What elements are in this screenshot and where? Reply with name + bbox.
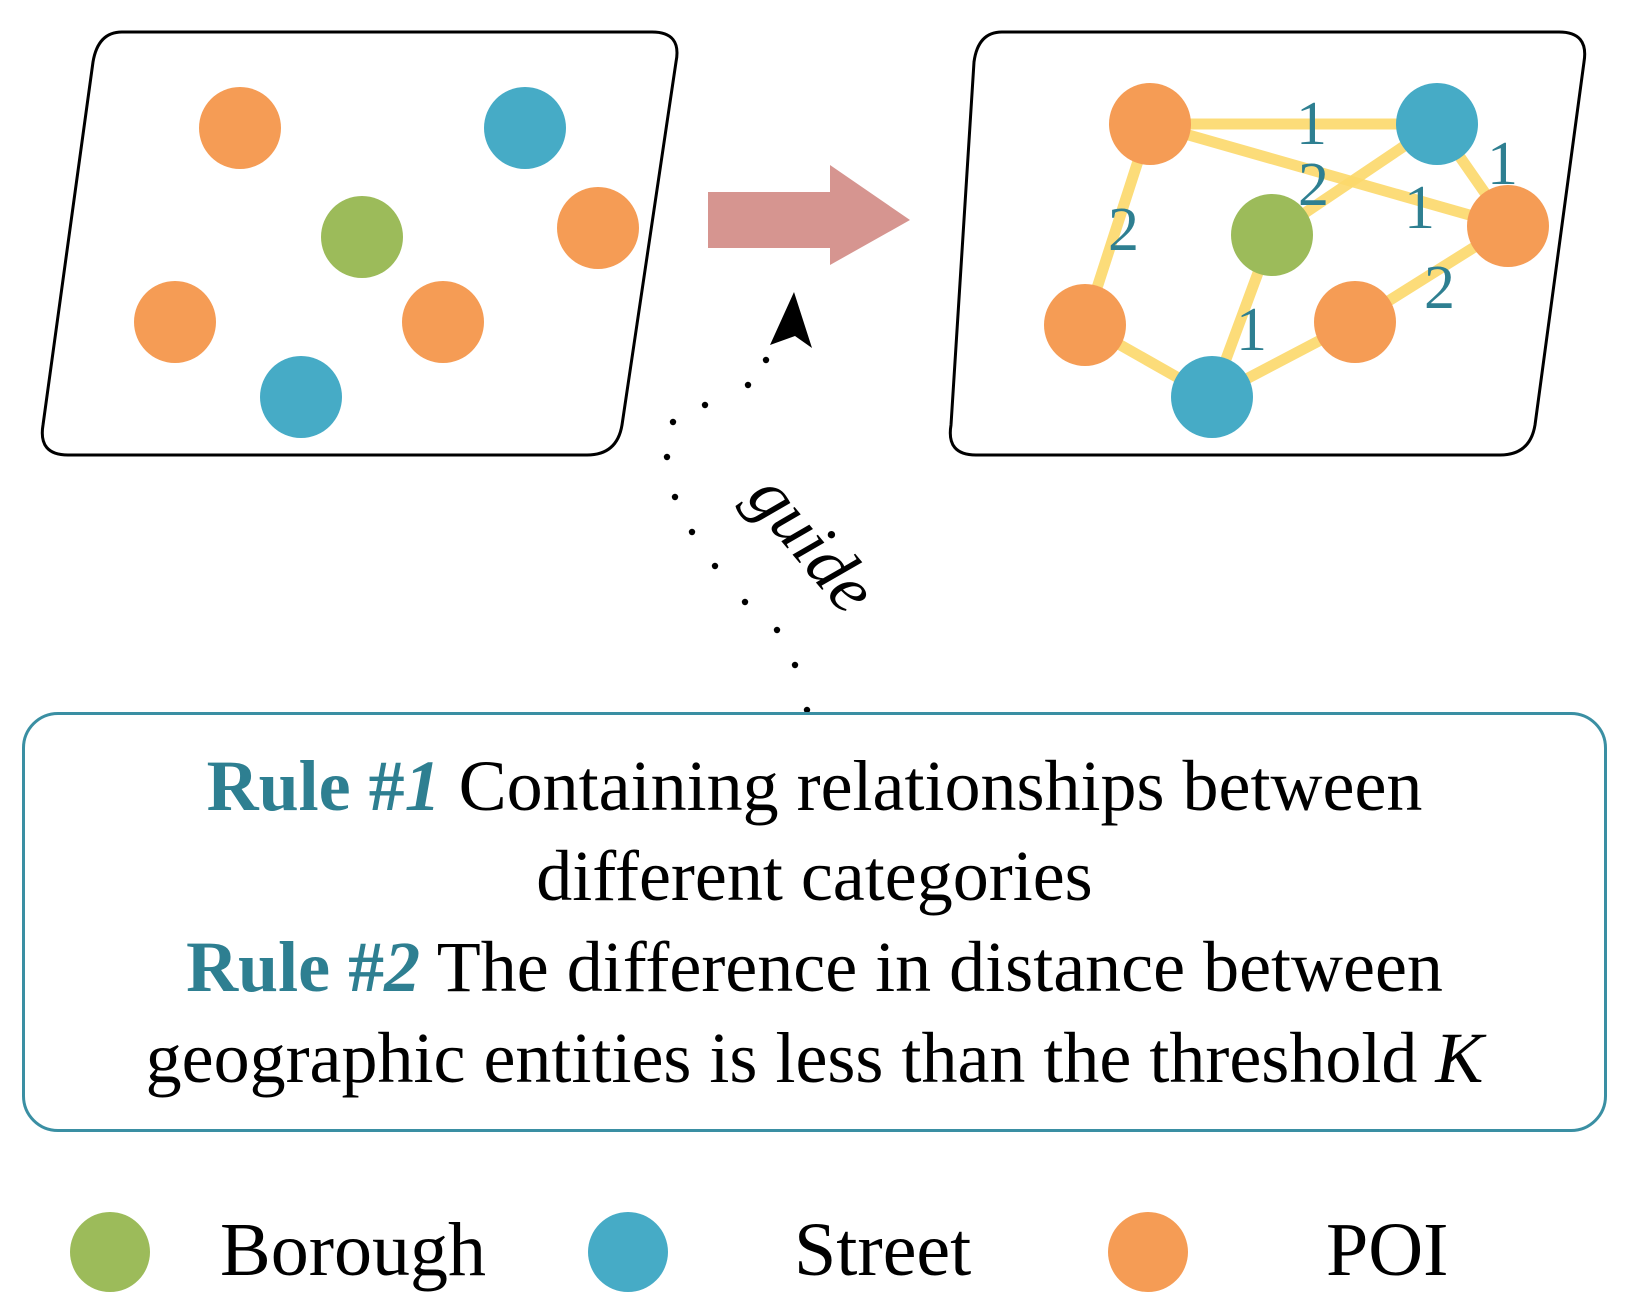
right-poi-node-2 [1467,185,1549,267]
rule-1-number: 1 [404,745,441,826]
circle-icon [1108,1212,1188,1292]
legend: Borough Street POI [0,1200,1633,1300]
rule-2-line-2: geographic entities is less than the thr… [146,1013,1484,1104]
rule-1-line-1: Rule #1 Containing relationships between [207,741,1423,832]
legend-label-street: Street [794,1208,972,1292]
rule-1-tag: Rule #1 [207,746,441,826]
rule-2-tag-text: Rule # [186,927,385,1007]
right-poi-node-1 [1109,83,1191,165]
threshold-symbol: K [1435,1017,1484,1098]
weight-label-street1-poi2: 1 [1487,130,1518,198]
rule-2-text-continued: geographic entities is less than the thr… [145,1017,1436,1098]
rule-2-line-1: Rule #2 The difference in distance betwe… [186,922,1443,1013]
right-poi-node-4 [1044,284,1126,366]
rule-1-text: Containing relationships between [440,745,1423,826]
guide-arrowhead-icon [770,292,812,348]
guide-dotted-arrow [663,356,811,714]
left-poi-node-4 [402,281,484,363]
left-street-node-1 [484,87,566,169]
edge-poi1-poi2 [1144,118,1514,232]
legend-label-borough: Borough [220,1208,486,1292]
left-poi-node-1 [199,87,281,169]
weight-label-poi1-poi4: 2 [1108,196,1139,264]
right-street-node-1 [1396,83,1478,165]
right-poi-node-3 [1314,281,1396,363]
right-street-node-2 [1171,356,1253,438]
circle-icon [588,1212,668,1292]
transform-arrow-icon [708,165,910,265]
weight-label-poi1-street1: 1 [1296,90,1327,158]
left-poi-node-2 [557,187,639,269]
rule-2-number: 2 [384,927,421,1007]
rule-2-tag: Rule #2 [186,927,420,1007]
left-street-node-2 [260,356,342,438]
weight-label-borough-street1: 2 [1298,151,1329,219]
rule-1-line-2: different categories [536,836,1093,917]
edge-weight-labels: 1 1 2 1 2 2 1 [1108,90,1518,364]
right-borough-node [1231,194,1313,276]
circle-icon [70,1212,150,1292]
rules-box: Rule #1 Containing relationships between… [22,712,1607,1132]
weight-label-poi2-poi3: 2 [1424,254,1455,322]
weight-label-borough-street2: 1 [1236,296,1267,364]
left-poi-node-3 [134,281,216,363]
legend-label-poi: POI [1326,1208,1449,1292]
rule-2-text: The difference in distance between [420,927,1443,1007]
rule-1-tag-text: Rule # [206,745,405,826]
guide-label: guide [733,459,892,628]
weight-label-poi1-poi2: 1 [1404,174,1435,242]
left-borough-node [321,196,403,278]
